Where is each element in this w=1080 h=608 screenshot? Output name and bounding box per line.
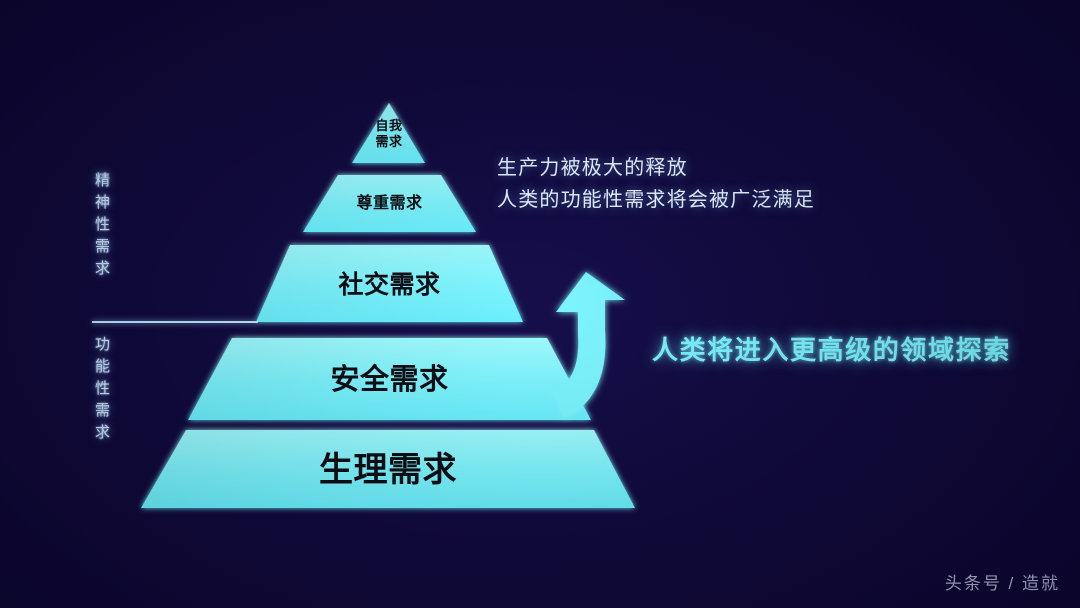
annotation-top-note: 生产力被极大的释放 人类的功能性需求将会被广泛满足 [497,157,815,212]
pyramid-tier-physiological[interactable] [141,430,635,508]
watermark-credit: 头条号 / 造就 [944,574,1060,593]
annotation-main-note: 人类将进入更高级的领域探索 [652,335,1011,365]
upward-curve-arrow [552,272,625,418]
side-label-divider [92,321,258,323]
side-label-spiritual-needs: 精神性需求 [93,172,110,282]
pyramid-tier-self-actualization[interactable] [352,103,425,163]
pyramid-tier-safety[interactable] [188,338,591,420]
pyramid-tier-social[interactable] [256,245,523,322]
side-label-functional-needs: 功能性需求 [93,336,110,446]
pyramid-tier-esteem[interactable] [303,175,476,232]
